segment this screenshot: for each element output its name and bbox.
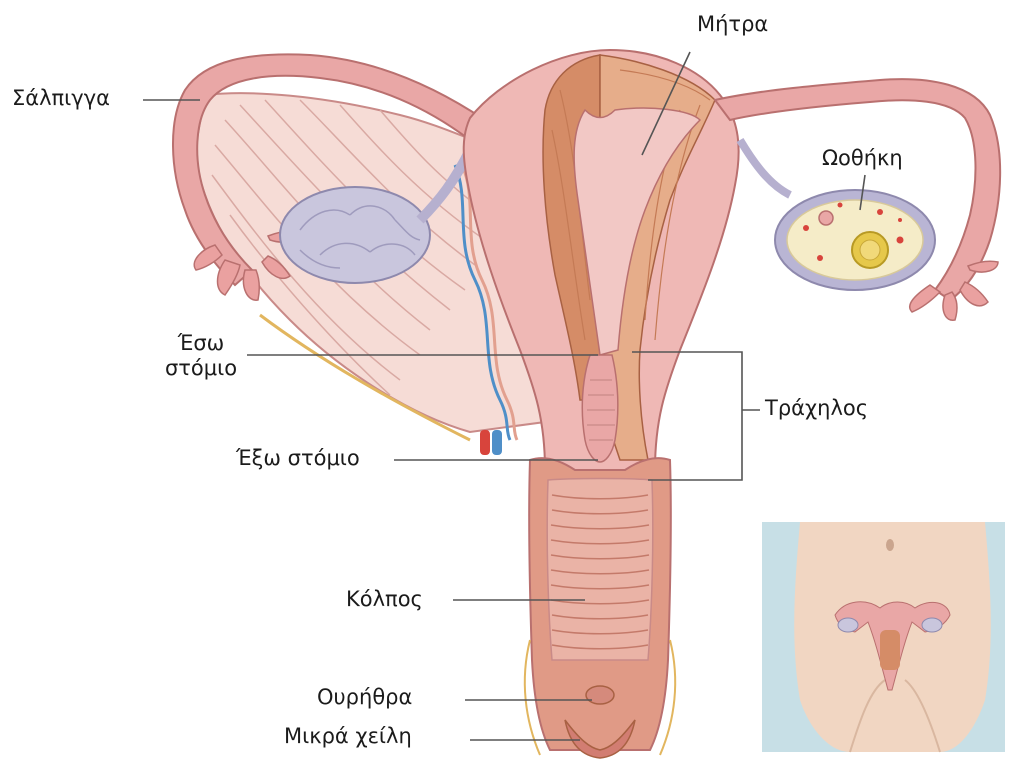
inset-body-figure — [762, 522, 1005, 752]
label-cervix: Τράχηλος — [765, 396, 868, 421]
label-internal-os-line1: Έσω — [158, 331, 244, 356]
label-external-os: Έξω στόμιο — [236, 446, 360, 471]
label-urethra: Ουρήθρα — [317, 685, 412, 710]
cervical-canal — [582, 355, 618, 462]
label-fallopian-tube: Σάλπιγγα — [12, 86, 110, 111]
label-vagina: Κόλπος — [346, 587, 423, 612]
cut-vessels — [480, 430, 502, 455]
label-internal-os-line2: στόμιο — [158, 356, 244, 381]
urethral-opening — [586, 686, 614, 704]
inset-navel — [886, 539, 894, 551]
label-ovary: Ωοθήκη — [822, 146, 903, 171]
vaginal-lumen — [547, 479, 653, 661]
label-internal-os: Έσω στόμιο — [158, 331, 244, 381]
label-uterus: Μήτρα — [697, 12, 768, 37]
label-labia-minora: Μικρά χείλη — [284, 724, 412, 749]
